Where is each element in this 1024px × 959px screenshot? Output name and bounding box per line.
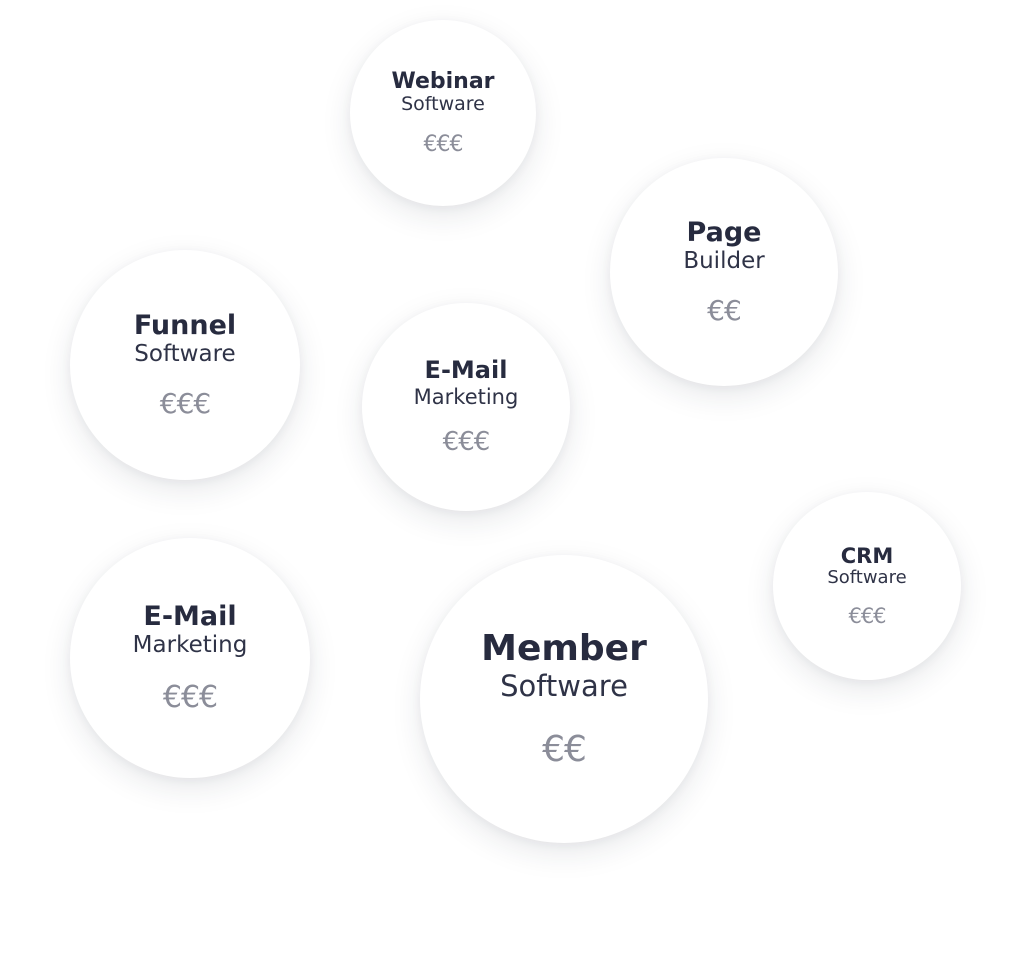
bubble-subtitle: Marketing [413, 384, 519, 409]
bubble-price: €€€ [159, 387, 211, 421]
bubble-webinar-software: Webinar Software €€€ [350, 20, 536, 206]
bubble-price: €€€ [423, 132, 464, 158]
bubble-page-builder: Page Builder €€ [610, 158, 838, 386]
bubble-title: Funnel [133, 309, 237, 341]
bubble-email-marketing: E-Mail Marketing €€€ [362, 303, 570, 511]
bubble-subtitle: Builder [683, 247, 765, 274]
bubble-subtitle: Marketing [132, 631, 248, 658]
bubble-funnel-software: Funnel Software €€€ [70, 250, 300, 480]
bubble-title: E-Mail [424, 356, 508, 385]
bubble-subtitle: Software [500, 668, 628, 703]
bubble-title: Page [686, 216, 762, 248]
bubble-subtitle: Software [827, 566, 907, 588]
bubble-price: €€ [707, 294, 742, 328]
bubble-title: CRM [840, 543, 894, 568]
bubble-subtitle: Software [134, 340, 236, 367]
bubble-title: E-Mail [143, 600, 237, 632]
bubble-title: Webinar [391, 68, 495, 94]
bubble-price: €€€ [442, 426, 491, 457]
bubble-title: Member [481, 628, 647, 670]
bubble-price: €€€ [162, 680, 218, 716]
bubble-price: €€ [542, 728, 587, 770]
bubble-price: €€€ [848, 604, 886, 629]
bubble-email-marketing-2: E-Mail Marketing €€€ [70, 538, 310, 778]
bubble-subtitle: Software [401, 93, 485, 116]
bubble-crm-software: CRM Software €€€ [773, 492, 961, 680]
bubble-member-software: Member Software €€ [420, 555, 708, 843]
